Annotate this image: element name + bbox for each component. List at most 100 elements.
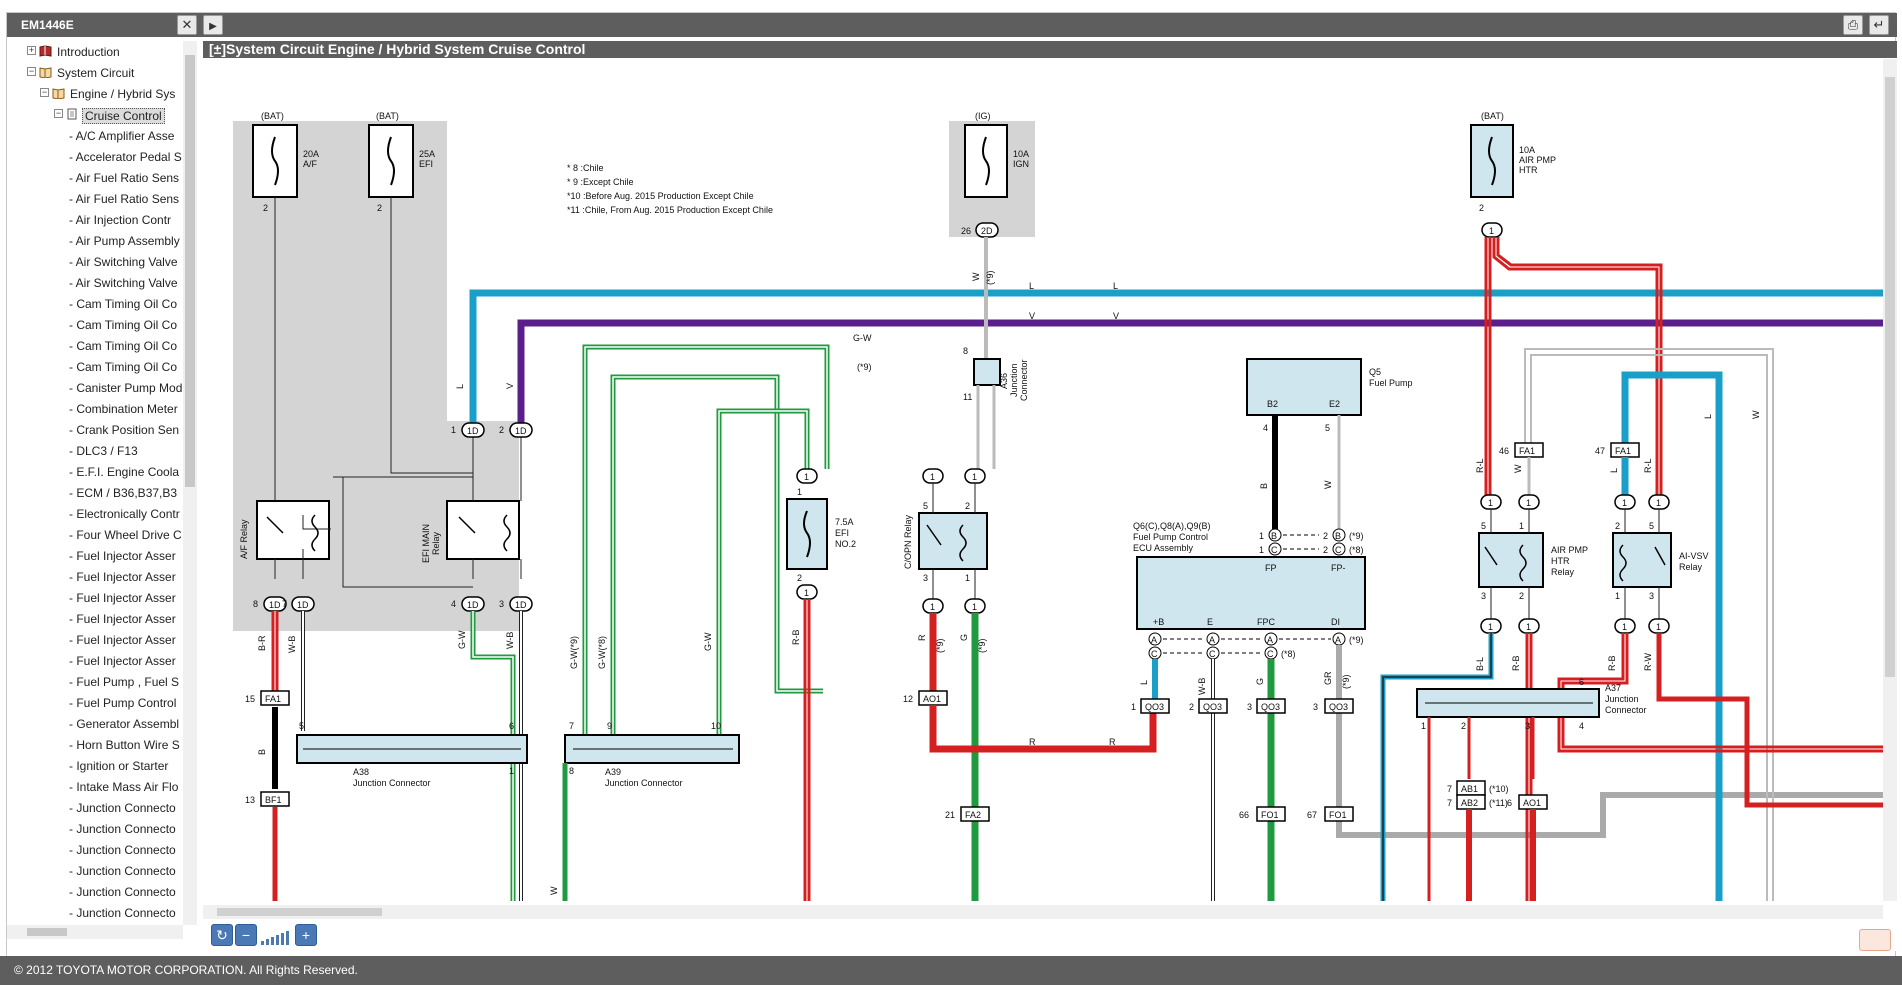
connector-qo3[interactable]: QO3 — [1324, 698, 1354, 714]
connector-ab2[interactable]: AB2 — [1456, 794, 1486, 810]
scroll-thumb[interactable] — [185, 55, 195, 487]
tree-node-engine-hybrid[interactable]: − Engine / Hybrid Sys — [40, 87, 176, 101]
tree-item[interactable]: - Cam Timing Oil Co — [7, 358, 183, 376]
zoom-out-button[interactable]: − — [235, 924, 257, 946]
connector-a[interactable]: A — [1264, 632, 1278, 646]
tree-item[interactable]: - ECM / B36,B37,B3 — [7, 484, 183, 502]
connector-fa1[interactable]: FA1 — [1610, 442, 1640, 458]
tree-item[interactable]: - Canister Pump Mod — [7, 379, 183, 397]
wire-r[interactable] — [1466, 809, 1536, 901]
junction-connector-a36[interactable] — [973, 358, 1001, 386]
tree-item[interactable]: - Electronically Contr — [7, 505, 183, 523]
connector-fa1[interactable]: FA1 — [1514, 442, 1544, 458]
tree-item[interactable]: - Junction Connecto — [7, 862, 183, 880]
wire[interactable] — [390, 197, 473, 474]
wire-gr[interactable] — [1336, 645, 1883, 838]
wiring-diagram[interactable]: (BAT) 20A A/F 2 (BAT) 25A EFI 2 A/F Rela… — [203, 59, 1883, 901]
wiring-diagram-canvas[interactable]: (BAT) 20A A/F 2 (BAT) 25A EFI 2 A/F Rela… — [203, 59, 1883, 901]
connector-c[interactable]: C — [1206, 646, 1220, 660]
scroll-thumb[interactable] — [1885, 77, 1895, 677]
tree-item[interactable]: - Junction Connecto — [7, 883, 183, 901]
scroll-thumb[interactable] — [217, 908, 382, 916]
relay-air-pmp-htr[interactable] — [1478, 532, 1544, 588]
wire-rw[interactable] — [1656, 633, 1883, 808]
connector-1[interactable]: 1 — [964, 468, 986, 484]
collapse-icon[interactable]: − — [40, 87, 49, 97]
tree-item[interactable]: - Air Switching Valve — [7, 274, 183, 292]
fuse-efi-no2[interactable] — [786, 498, 828, 570]
zoom-level-bar[interactable] — [271, 937, 274, 945]
tree-item[interactable]: - Generator Assembl — [7, 715, 183, 733]
zoom-in-button[interactable]: + — [295, 924, 317, 946]
fuel-pump-q5[interactable] — [1246, 358, 1362, 416]
wire-rb[interactable] — [1427, 717, 1535, 901]
wire-v[interactable] — [517, 319, 1883, 431]
relay-af[interactable] — [256, 500, 330, 560]
connector-1[interactable]: 1 — [796, 468, 818, 484]
tree-node-system-circuit[interactable]: − System Circuit — [27, 66, 135, 80]
connector-1[interactable]: 1 — [1518, 618, 1540, 634]
tree-item[interactable]: - Fuel Injector Asser — [7, 610, 183, 628]
relay-copn[interactable] — [918, 512, 988, 570]
tree-item[interactable]: - Fuel Injector Asser — [7, 547, 183, 565]
connector-fa1[interactable]: FA1 — [260, 690, 290, 706]
connector-ao1[interactable]: AO1 — [1518, 794, 1548, 810]
tree-item[interactable]: - Combination Meter — [7, 400, 183, 418]
diagram-horizontal-scrollbar[interactable] — [203, 905, 1883, 919]
tree-item[interactable]: - Accelerator Pedal S — [7, 148, 183, 166]
connector-1[interactable]: 1 — [1481, 222, 1503, 238]
collapse-icon[interactable]: − — [54, 108, 63, 118]
tree-item[interactable]: - Fuel Injector Asser — [7, 652, 183, 670]
connector-a[interactable]: A — [1148, 632, 1162, 646]
connector-fo1[interactable]: FO1 — [1324, 806, 1354, 822]
tree-item[interactable]: - Junction Connecto — [7, 799, 183, 817]
tree-vertical-scrollbar[interactable] — [183, 41, 197, 925]
wire-r[interactable] — [929, 705, 1157, 753]
relay-efi-main[interactable] — [446, 500, 520, 560]
expand-panel-button[interactable]: ▶ — [203, 15, 223, 35]
connector-1[interactable]: 1 — [922, 468, 944, 484]
tree-item[interactable]: - Air Switching Valve — [7, 253, 183, 271]
connector-c[interactable]: C — [1148, 646, 1162, 660]
tree-item[interactable]: - Air Injection Contr — [7, 211, 183, 229]
connector-1[interactable]: 1 — [1480, 618, 1502, 634]
tree-item[interactable]: - Ignition or Starter — [7, 757, 183, 775]
connector-ao1[interactable]: AO1 — [918, 690, 948, 706]
wire-l[interactable] — [469, 289, 1883, 431]
connector-1[interactable]: 1 — [1480, 494, 1502, 510]
wire-w[interactable] — [1530, 354, 1768, 901]
connector-bf1[interactable]: BF1 — [260, 791, 290, 807]
connector-fo1[interactable]: FO1 — [1256, 806, 1286, 822]
relay-ai-vsv[interactable] — [1612, 532, 1672, 588]
connector-1d[interactable]: 1D — [461, 422, 485, 438]
print-button[interactable]: ⎙ — [1843, 15, 1863, 35]
connector-1[interactable]: 1 — [1614, 494, 1636, 510]
connector-1[interactable]: 1 — [1614, 618, 1636, 634]
tree-item[interactable]: - E.F.I. Engine Coola — [7, 463, 183, 481]
connector-a[interactable]: A — [1332, 632, 1346, 646]
connector-1[interactable]: 1 — [796, 584, 818, 600]
connector-1[interactable]: 1 — [1648, 618, 1670, 634]
diagram-vertical-scrollbar[interactable] — [1883, 59, 1897, 901]
return-button[interactable]: ↵ — [1869, 15, 1889, 35]
wire-rb[interactable] — [803, 599, 811, 901]
tree-item[interactable]: - DLC3 / F13 — [7, 442, 183, 460]
wire-l[interactable] — [1621, 371, 1723, 901]
connector-1d[interactable]: 1D — [291, 596, 315, 612]
connector-1d[interactable]: 1D — [509, 596, 533, 612]
wire[interactable] — [333, 476, 473, 588]
tree-node-cruise-control[interactable]: − Cruise Control — [7, 106, 183, 124]
connector-c[interactable]: C — [1268, 542, 1282, 556]
wire-rl[interactable] — [1484, 237, 1663, 495]
refresh-button[interactable]: ↻ — [211, 924, 233, 946]
connector-ab1[interactable]: AB1 — [1456, 780, 1486, 796]
connector-c[interactable]: C — [1332, 542, 1346, 556]
tree-item[interactable]: - Fuel Injector Asser — [7, 631, 183, 649]
tree-item[interactable]: - Air Fuel Ratio Sens — [7, 169, 183, 187]
connector-qo3[interactable]: QO3 — [1140, 698, 1170, 714]
tree-item[interactable]: - Air Fuel Ratio Sens — [7, 190, 183, 208]
tree-item[interactable]: - Cam Timing Oil Co — [7, 295, 183, 313]
tree-item[interactable]: - Fuel Pump , Fuel S — [7, 673, 183, 691]
tree-item[interactable]: - Intake Mass Air Flo — [7, 778, 183, 796]
zoom-level-bar[interactable] — [261, 941, 264, 945]
